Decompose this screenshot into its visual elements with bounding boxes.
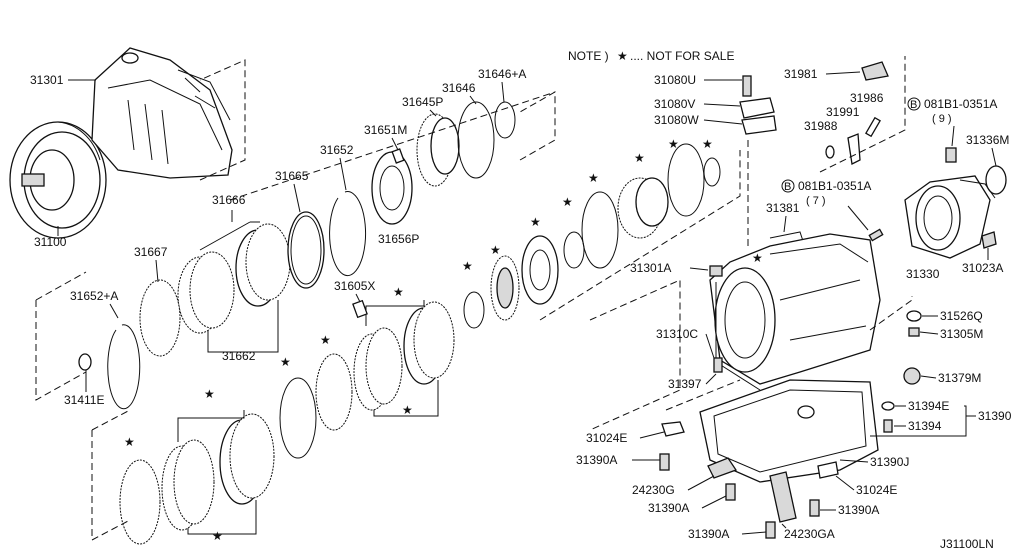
label-31390A-left: 31390A xyxy=(576,453,617,467)
label-31390A-right: 31390A xyxy=(838,503,879,517)
label-31646: 31646 xyxy=(442,81,476,95)
star-16: ★ xyxy=(752,251,763,265)
label-31330: 31330 xyxy=(906,267,940,281)
star-6: ★ xyxy=(393,285,404,299)
label-31381: 31381 xyxy=(766,201,800,215)
label-31411E: 31411E xyxy=(64,393,104,407)
star-8: ★ xyxy=(462,259,473,273)
star-14: ★ xyxy=(668,137,679,151)
label-31666: 31666 xyxy=(212,193,246,207)
label-31988: 31988 xyxy=(804,119,838,133)
label-31397: 31397 xyxy=(668,377,702,391)
label-31100: 31100 xyxy=(34,235,67,249)
label-31390: 31390 xyxy=(978,409,1012,423)
label-31379M: 31379M xyxy=(938,371,981,385)
note-star: ★ xyxy=(617,49,628,63)
label-31526Q: 31526Q xyxy=(940,309,983,323)
label-31605X: 31605X xyxy=(334,279,375,293)
label-31024E-right: 31024E xyxy=(856,483,897,497)
label-31662: 31662 xyxy=(222,349,256,363)
label-31645P: 31645P xyxy=(402,95,443,109)
oil-pan xyxy=(699,379,879,483)
label-31665: 31665 xyxy=(275,169,309,183)
star-2: ★ xyxy=(204,387,215,401)
star-12: ★ xyxy=(588,171,599,185)
label-31080V: 31080V xyxy=(654,97,695,111)
label-31646A: 31646+A xyxy=(478,67,526,81)
label-31991: 31991 xyxy=(826,105,860,119)
label-31080W: 31080W xyxy=(654,113,699,127)
label-24230G: 24230G xyxy=(632,483,675,497)
label-31656P: 31656P xyxy=(378,232,419,246)
label-bolt-2-qty: ( 7 ) xyxy=(806,195,826,207)
torque-converter xyxy=(9,121,107,239)
label-31390J: 31390J xyxy=(870,455,909,469)
label-31301: 31301 xyxy=(30,73,64,87)
extension-housing xyxy=(904,175,996,259)
label-31981: 31981 xyxy=(784,67,818,81)
label-bolt-2: 081B1-0351A xyxy=(798,179,871,193)
label-31394: 31394 xyxy=(908,419,942,433)
star-3: ★ xyxy=(212,529,223,543)
valve-parts xyxy=(739,75,777,135)
label-31390A-middle: 31390A xyxy=(648,501,689,515)
note-prefix: NOTE ) xyxy=(568,49,609,63)
label-31652A: 31652+A xyxy=(70,289,118,303)
star-11: ★ xyxy=(562,195,573,209)
transmission-case xyxy=(709,233,881,391)
label-bolt-1: 081B1-0351A xyxy=(924,97,997,111)
label-31080U: 31080U xyxy=(654,73,696,87)
star-1: ★ xyxy=(124,435,135,449)
bolt-mark-2: B xyxy=(784,181,791,193)
label-31394E: 31394E xyxy=(908,399,949,413)
label-31024E-left: 31024E xyxy=(586,431,627,445)
clutch-pack-lower xyxy=(119,301,455,545)
label-31305M: 31305M xyxy=(940,327,983,341)
label-31336M: 31336M xyxy=(966,133,1009,147)
star-13: ★ xyxy=(634,151,645,165)
clutch-pack-upper xyxy=(177,223,291,334)
star-5: ★ xyxy=(320,333,331,347)
star-9: ★ xyxy=(490,243,501,257)
label-31652: 31652 xyxy=(320,143,354,157)
label-31986: 31986 xyxy=(850,91,884,105)
star-4: ★ xyxy=(280,355,291,369)
label-31390A-bottom: 31390A xyxy=(688,527,729,541)
label-31023A: 31023A xyxy=(962,261,1003,275)
converter-housing xyxy=(91,47,233,179)
label-31651M: 31651M xyxy=(364,123,407,137)
star-10: ★ xyxy=(530,215,541,229)
drawing-code: J31100LN xyxy=(940,537,994,551)
star-7: ★ xyxy=(402,403,413,417)
label-bolt-1-qty: ( 9 ) xyxy=(932,113,952,125)
label-31310C: 31310C xyxy=(656,327,698,341)
note: NOTE ) ★ .... NOT FOR SALE xyxy=(568,49,734,63)
label-31301A: 31301A xyxy=(630,261,671,275)
label-24230GA: 24230GA xyxy=(784,527,835,541)
bolt-mark-1: B xyxy=(910,99,917,111)
note-suffix: .... NOT FOR SALE xyxy=(630,49,734,63)
star-15: ★ xyxy=(702,137,713,151)
label-31667: 31667 xyxy=(134,245,168,259)
